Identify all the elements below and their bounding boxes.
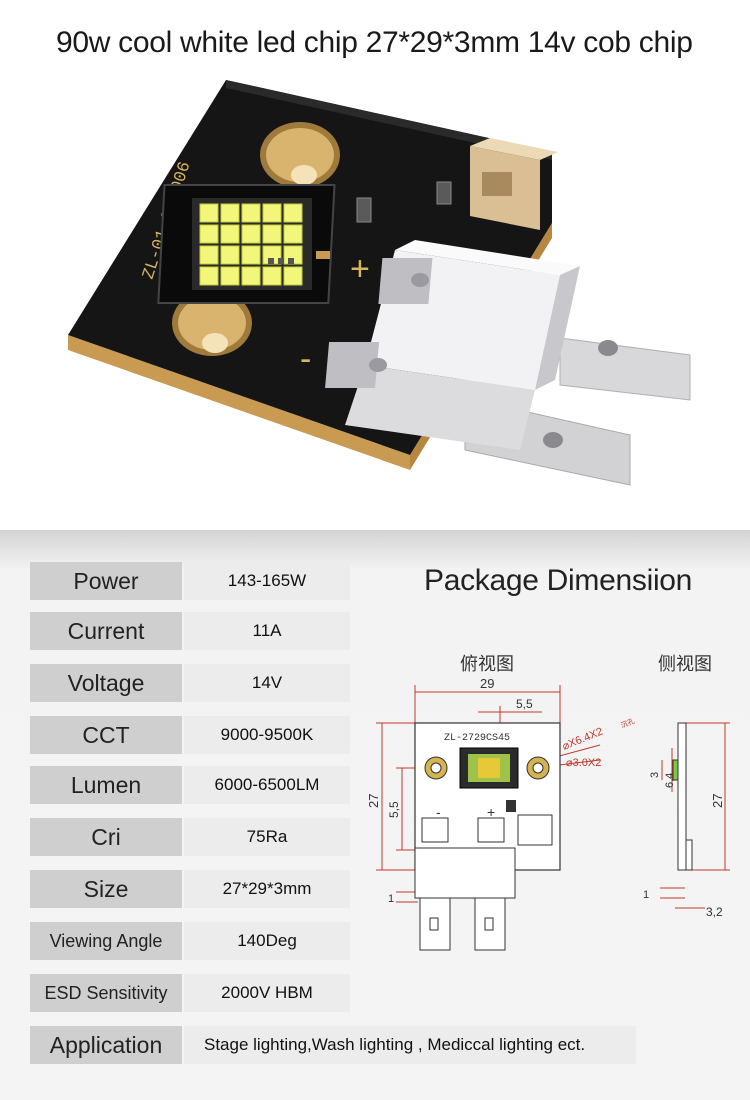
led-emitter [262, 266, 282, 286]
top-view-label: 俯视图 [460, 654, 514, 675]
plus-mark: + [350, 250, 370, 288]
dim-width: 29 [480, 676, 494, 691]
spec-label: Size [30, 870, 182, 908]
hole-large-label: ⌀X6.4X2 [561, 726, 605, 753]
spec-value: 27*29*3mm [184, 870, 350, 908]
spec-row-cri: Cri 75Ra [30, 818, 350, 856]
led-emitter [220, 224, 240, 244]
spec-value: 6000-6500LM [184, 766, 350, 804]
led-emitter [241, 224, 261, 244]
drawing-minus-mark: - [436, 804, 441, 820]
smd-component [436, 181, 452, 205]
dim-inner-height: 5,5 [387, 801, 401, 818]
dim-height: 27 [366, 794, 381, 808]
led-emitter [220, 245, 240, 265]
led-emitter [199, 245, 219, 265]
led-emitter [283, 266, 303, 286]
side-dim-64: 6,4 [664, 773, 676, 788]
spec-row-viewing-angle: Viewing Angle 140Deg [30, 922, 350, 960]
spec-row-esd-sensitivity: ESD Sensitivity 2000V HBM [30, 974, 350, 1012]
side-view-board [672, 722, 693, 871]
smd-component [356, 197, 372, 223]
led-die [157, 184, 336, 304]
spec-row-size: Size 27*29*3mm [30, 870, 350, 908]
spec-value: 11A [184, 612, 350, 650]
side-dim-32: 3,2 [706, 905, 723, 919]
spec-value: Stage lighting,Wash lighting , Mediccal … [184, 1026, 636, 1064]
hole-large-note: 沉孔 [620, 717, 636, 730]
minus-mark: - [300, 340, 311, 378]
spec-row-application: Application Stage lighting,Wash lighting… [30, 1026, 636, 1064]
led-emitter [262, 224, 282, 244]
led-emitter [241, 203, 261, 223]
led-chip-photo: ZL-01.05.006 + - [68, 80, 691, 486]
led-emitter [220, 266, 240, 286]
spec-label: Viewing Angle [30, 922, 182, 960]
dim-inner-width: 5,5 [516, 697, 533, 711]
spec-label: CCT [30, 716, 182, 754]
spec-label: Lumen [30, 766, 182, 804]
spec-label: Application [30, 1026, 182, 1064]
spec-row-power: Power 143-165W [30, 562, 350, 600]
top-view-board [414, 722, 561, 951]
drawing-plus-mark: + [487, 804, 495, 820]
spec-value: 14V [184, 664, 350, 702]
product-photo-section: 90w cool white led chip 27*29*3mm 14v co… [0, 0, 750, 530]
led-emitter [283, 224, 303, 244]
spec-label: Power [30, 562, 182, 600]
led-emitter [262, 203, 282, 223]
spec-value: 2000V HBM [184, 974, 350, 1012]
spec-row-current: Current 11A [30, 612, 350, 650]
spec-label: Cri [30, 818, 182, 856]
led-emitter [199, 266, 219, 286]
side-dim-27: 27 [710, 794, 725, 808]
spec-label: Voltage [30, 664, 182, 702]
package-dimension-title: Package Dimensiion [424, 564, 693, 597]
led-emitter [283, 203, 303, 223]
spec-label: Current [30, 612, 182, 650]
drawing-board-marking: ZL-2729CS45 [444, 733, 510, 744]
side-view-label: 侧视图 [658, 654, 712, 675]
package-dimension-drawing: 俯视图 侧视图 29 5,5 27 5,5 1 ZL-2729CS45 - + … [366, 654, 730, 951]
spec-label: ESD Sensitivity [30, 974, 182, 1012]
page-title: 90w cool white led chip 27*29*3mm 14v co… [56, 26, 693, 59]
spec-row-voltage: Voltage 14V [30, 664, 350, 702]
hole-small-label: ⌀3.0X2 [566, 757, 601, 769]
led-emitter [199, 224, 219, 244]
board-edge-left [68, 335, 410, 470]
led-emitter [241, 266, 261, 286]
spec-row-lumen: Lumen 6000-6500LM [30, 766, 350, 804]
side-dim-3: 3 [649, 772, 661, 778]
spec-value: 9000-9500K [184, 716, 350, 754]
side-dim-1: 1 [643, 889, 649, 901]
spec-value: 143-165W [184, 562, 350, 600]
connector [470, 138, 558, 230]
solder-tab-upper [559, 337, 691, 401]
mounting-hole-top [260, 122, 340, 188]
dim-bottom-offset: 1 [388, 893, 394, 905]
mounting-hole-bottom [172, 290, 252, 356]
spec-value: 75Ra [184, 818, 350, 856]
led-emitter [199, 203, 219, 223]
led-emitter [220, 203, 240, 223]
spec-row-cct: CCT 9000-9500K [30, 716, 350, 754]
led-emitter [241, 245, 261, 265]
spec-section: Power 143-165W Current 11A Voltage 14V C… [0, 530, 750, 1100]
spec-value: 140Deg [184, 922, 350, 960]
terminal-block [325, 240, 580, 450]
